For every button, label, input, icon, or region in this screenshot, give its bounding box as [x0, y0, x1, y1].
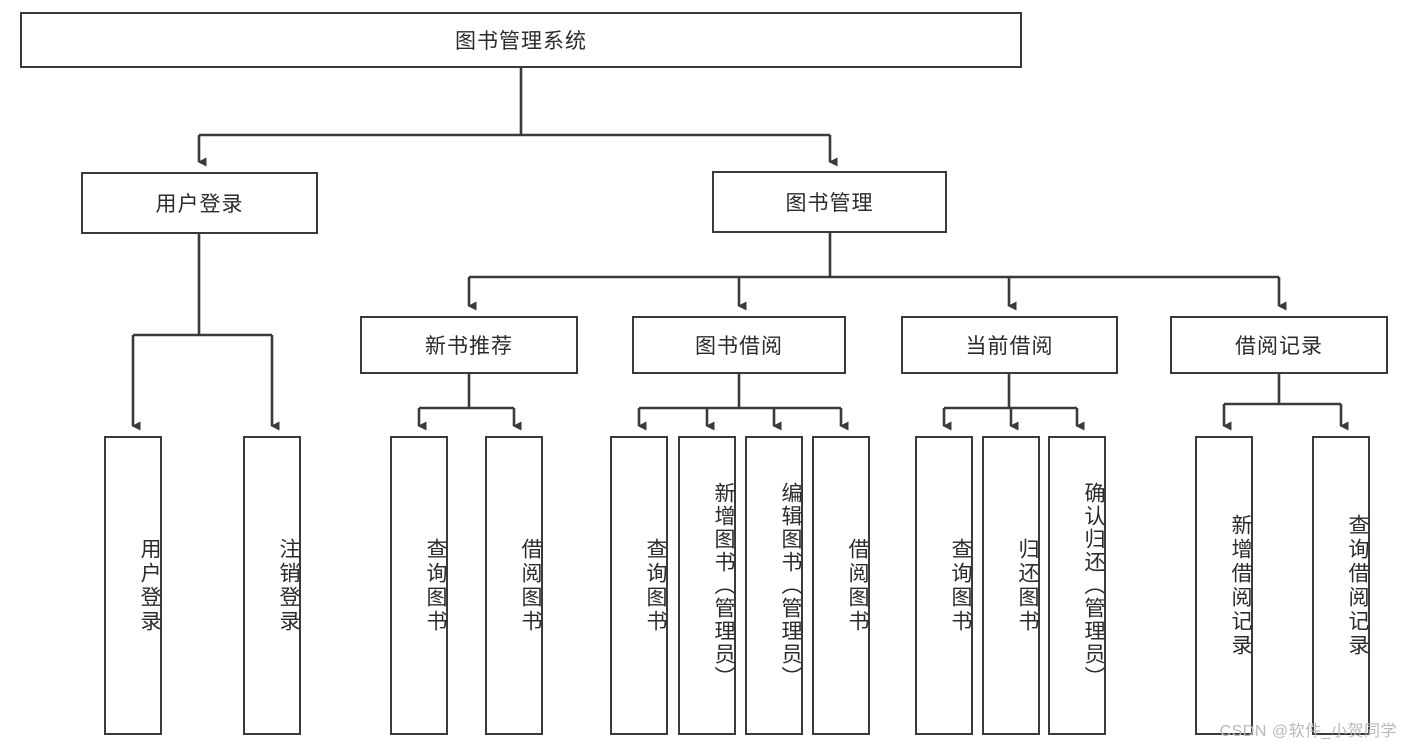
node-user-login[interactable]: 用户登录	[81, 172, 318, 234]
leaf-label: 归还图书	[1016, 537, 1039, 634]
leaf-label: 借阅图书	[519, 537, 542, 634]
leaf-borrow-edit-book-admin[interactable]: 编辑图书（管理员）	[745, 436, 803, 735]
leaf-label: 新增图书（管理员）	[712, 482, 735, 689]
node-new-book-recommend[interactable]: 新书推荐	[360, 316, 578, 374]
leaf-borrow-query-book[interactable]: 查询图书	[610, 436, 668, 735]
leaf-recommend-query-book[interactable]: 查询图书	[390, 436, 448, 735]
node-book-borrow-label: 图书借阅	[695, 335, 783, 358]
leaf-user-login-login[interactable]: 用户登录	[104, 436, 162, 735]
leaf-record-add-record[interactable]: 新增借阅记录	[1195, 436, 1253, 735]
node-root[interactable]: 图书管理系统	[20, 12, 1022, 68]
leaf-current-confirm-return-admin[interactable]: 确认归还（管理员）	[1048, 436, 1106, 735]
leaf-label: 查询图书	[644, 537, 667, 634]
leaf-current-return-book[interactable]: 归还图书	[982, 436, 1040, 735]
node-borrow-record-label: 借阅记录	[1235, 335, 1323, 358]
leaf-label: 借阅图书	[846, 537, 869, 634]
leaf-label: 确认归还（管理员）	[1082, 482, 1105, 689]
node-current-borrow[interactable]: 当前借阅	[901, 316, 1118, 374]
leaf-label: 新增借阅记录	[1229, 513, 1252, 658]
node-borrow-record[interactable]: 借阅记录	[1170, 316, 1388, 374]
watermark-text: CSDN @软件_小贺同学	[1219, 723, 1397, 740]
leaf-label: 查询借阅记录	[1346, 513, 1369, 658]
node-book-management[interactable]: 图书管理	[712, 171, 947, 233]
leaf-user-login-logout[interactable]: 注销登录	[243, 436, 301, 735]
node-new-book-recommend-label: 新书推荐	[425, 335, 513, 358]
leaf-label: 注销登录	[277, 537, 300, 634]
node-book-borrow[interactable]: 图书借阅	[632, 316, 846, 374]
leaf-borrow-add-book-admin[interactable]: 新增图书（管理员）	[678, 436, 736, 735]
node-current-borrow-label: 当前借阅	[965, 335, 1054, 358]
node-book-management-label: 图书管理	[785, 192, 874, 215]
leaf-recommend-borrow-book[interactable]: 借阅图书	[485, 436, 543, 735]
leaf-label: 查询图书	[949, 537, 972, 634]
node-root-label: 图书管理系统	[455, 30, 587, 53]
leaf-label: 查询图书	[424, 537, 447, 634]
leaf-label: 用户登录	[138, 537, 161, 634]
leaf-borrow-borrow-book[interactable]: 借阅图书	[812, 436, 870, 735]
leaf-label: 编辑图书（管理员）	[779, 482, 802, 689]
node-user-login-label: 用户登录	[155, 193, 244, 216]
leaf-record-query-record[interactable]: 查询借阅记录	[1312, 436, 1370, 735]
leaf-current-query-book[interactable]: 查询图书	[915, 436, 973, 735]
